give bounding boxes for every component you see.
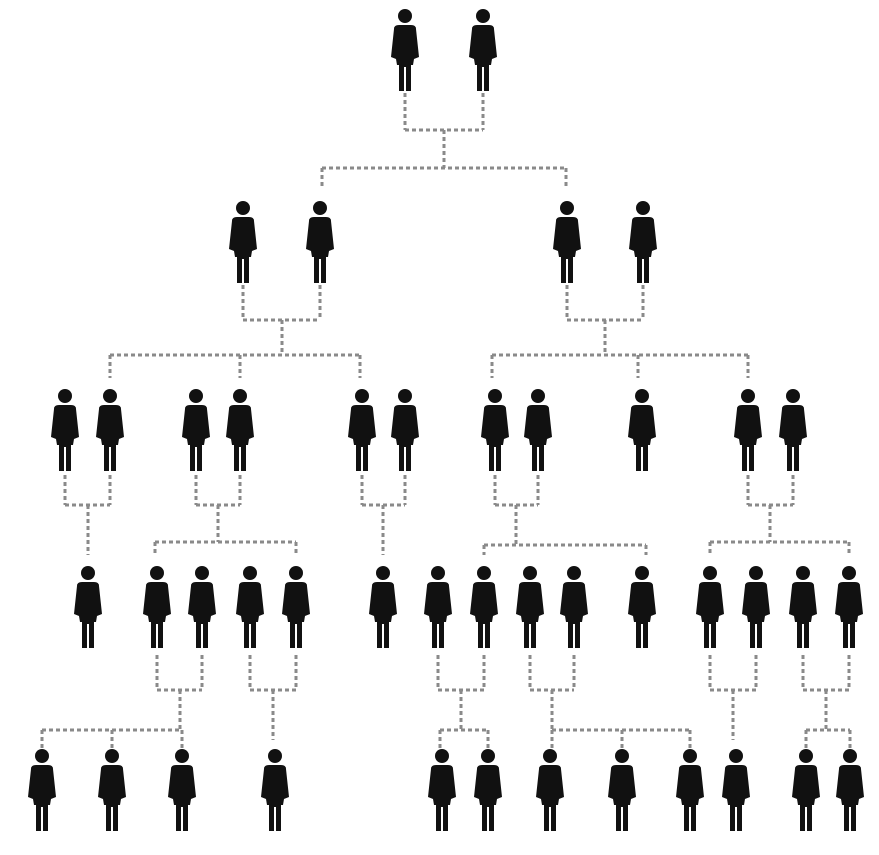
person-silhouette-icon — [628, 389, 656, 471]
person-silhouette-icon — [792, 749, 820, 831]
person-silhouette-icon — [229, 201, 257, 283]
person-silhouette-icon — [369, 566, 397, 648]
person-silhouette-icon — [424, 566, 452, 648]
person-silhouette-icon — [742, 566, 770, 648]
person-silhouette-icon — [553, 201, 581, 283]
person-silhouette-icon — [629, 201, 657, 283]
person-silhouette-icon — [560, 566, 588, 648]
person-silhouette-icon — [391, 9, 419, 91]
person-silhouette-icon — [722, 749, 750, 831]
person-silhouette-icon — [261, 749, 289, 831]
person-silhouette-icon — [168, 749, 196, 831]
person-silhouette-icon — [470, 566, 498, 648]
person-silhouette-icon — [98, 749, 126, 831]
person-silhouette-icon — [28, 749, 56, 831]
person-silhouette-icon — [348, 389, 376, 471]
person-silhouette-icon — [391, 389, 419, 471]
person-silhouette-icon — [836, 749, 864, 831]
person-silhouette-icon — [143, 566, 171, 648]
person-silhouette-icon — [469, 9, 497, 91]
person-silhouette-icon — [96, 389, 124, 471]
person-silhouette-icon — [74, 566, 102, 648]
person-silhouette-icon — [789, 566, 817, 648]
person-silhouette-icon — [188, 566, 216, 648]
person-silhouette-icon — [676, 749, 704, 831]
person-silhouette-icon — [474, 749, 502, 831]
person-silhouette-icon — [516, 566, 544, 648]
people-layer — [28, 9, 864, 831]
person-silhouette-icon — [481, 389, 509, 471]
person-silhouette-icon — [608, 749, 636, 831]
person-silhouette-icon — [835, 566, 863, 648]
person-silhouette-icon — [282, 566, 310, 648]
person-silhouette-icon — [524, 389, 552, 471]
person-silhouette-icon — [236, 566, 264, 648]
person-silhouette-icon — [306, 201, 334, 283]
person-silhouette-icon — [182, 389, 210, 471]
person-silhouette-icon — [536, 749, 564, 831]
person-silhouette-icon — [51, 389, 79, 471]
person-silhouette-icon — [779, 389, 807, 471]
person-silhouette-icon — [696, 566, 724, 648]
person-silhouette-icon — [734, 389, 762, 471]
connector-lines — [40, 93, 852, 750]
person-silhouette-icon — [226, 389, 254, 471]
person-silhouette-icon — [428, 749, 456, 831]
person-silhouette-icon — [628, 566, 656, 648]
